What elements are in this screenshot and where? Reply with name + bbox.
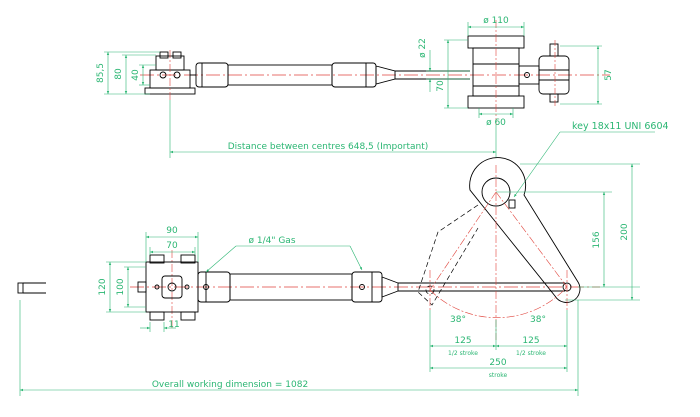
dim-57: 57 [604,69,614,80]
front-dim-labels: 90 70 120 100 11 ø 1/4" Gas 156 200 38° … [98,223,630,390]
overall-label: Overall working dimension = 1082 [152,380,308,390]
top-clevis [518,43,570,103]
front-lever-phantom [417,204,479,306]
dim-40: 40 [131,69,141,81]
top-view: 85,5 80 40 ø 110 ø 22 70 ø 60 57 [96,16,614,128]
top-dim-labels: 85,5 80 40 ø 110 ø 22 70 ø 60 57 [96,16,614,128]
dim-156: 156 [592,231,602,248]
angle-right: 38° [530,315,546,325]
dim-200: 200 [620,223,630,240]
dim-125-right: 125 [522,336,539,346]
centres-dimension: Distance between centres 648,5 (Importan… [169,100,497,158]
dim-125-left: 125 [454,336,471,346]
front-dimensions [19,163,640,396]
key-label: key 18x11 UNI 6604 [572,121,669,132]
key-callout: key 18x11 UNI 6604 [513,121,669,198]
gas-label: ø 1/4" Gas [248,236,295,246]
dim-70-front: 70 [166,241,178,251]
angle-left: 38° [450,315,466,325]
dim-100: 100 [116,278,126,295]
dim-phi22: ø 22 [418,38,428,58]
front-left-bracket [137,254,199,321]
stroke-label: stroke [489,372,508,379]
front-end-stub [17,282,46,294]
centres-label: Distance between centres 648,5 (Importan… [228,142,429,152]
dim-250: 250 [489,358,506,368]
half-stroke-right: 1/2 stroke [516,350,546,357]
dim-phi60: ø 60 [486,118,506,128]
front-view: 90 70 120 100 11 ø 1/4" Gas 156 200 38° … [17,157,640,396]
dim-70-top: 70 [436,80,446,92]
dim-85-5: 85,5 [96,63,106,83]
front-lever [469,157,581,303]
dim-90: 90 [166,226,178,236]
dim-80: 80 [114,68,124,80]
front-cylinder [197,271,399,303]
dim-phi110: ø 110 [483,16,509,26]
half-stroke-left: 1/2 stroke [448,350,478,357]
dim-120: 120 [98,278,108,295]
top-left-bracket [144,51,196,95]
dim-11: 11 [168,320,179,330]
front-construction [429,165,568,340]
top-dimensions [104,22,602,118]
